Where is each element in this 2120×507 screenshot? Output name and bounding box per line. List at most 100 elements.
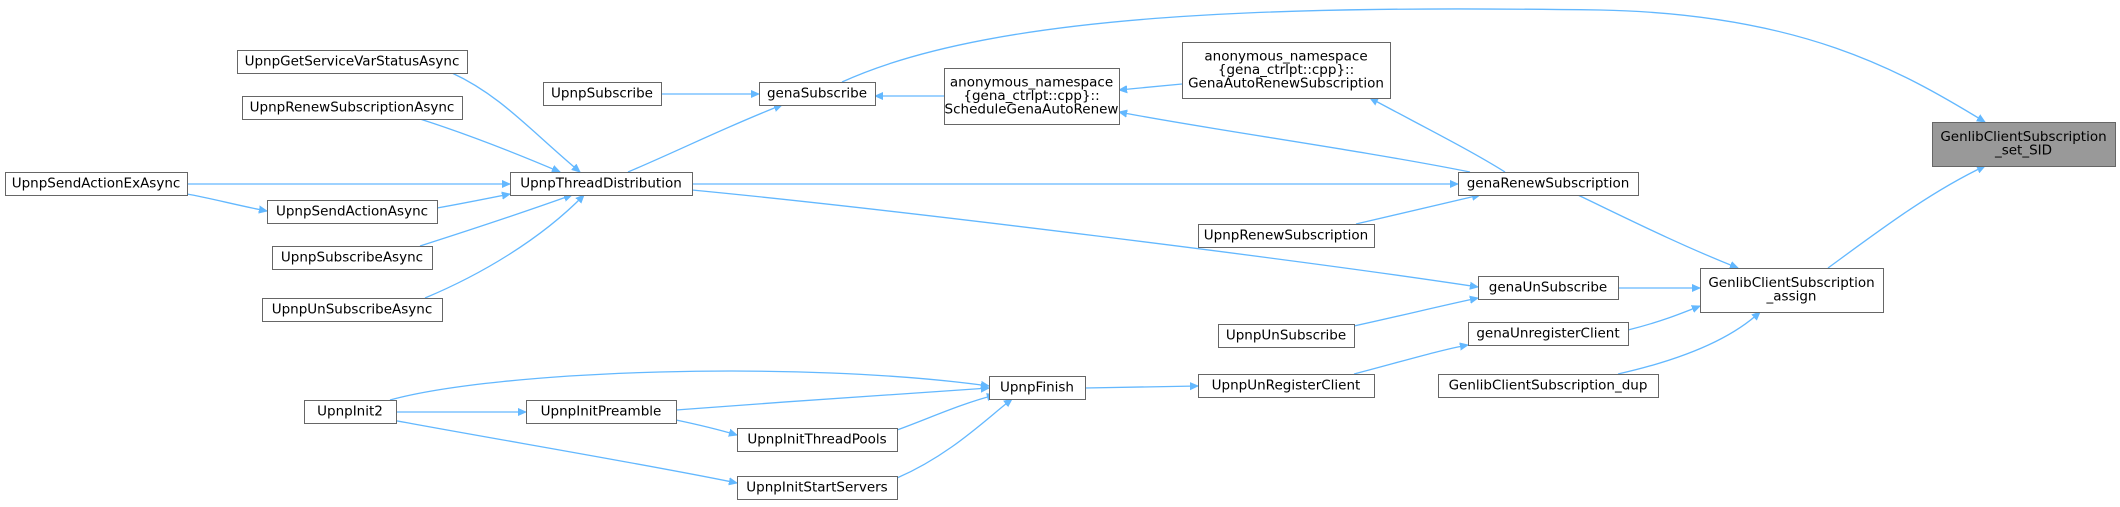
edges-layer: [186, 8, 1985, 483]
node-label: anonymous_namespace: [950, 74, 1113, 90]
node-label: UpnpFinish: [1000, 379, 1074, 395]
edge-UpnpSendActionAsync-to-UpnpThreadDistribution: [436, 194, 510, 209]
edge-UpnpInit2-to-UpnpInitStartServers: [391, 419, 737, 483]
node-box: [989, 376, 1086, 400]
node-label: GenlibClientSubscription_dup: [1449, 377, 1648, 393]
node-genaUnregisterClient[interactable]: genaUnregisterClient: [1468, 322, 1629, 346]
node-label: _assign: [1766, 289, 1817, 305]
edge-UpnpInitPreamble-to-UpnpFinish: [675, 388, 989, 411]
node-UpnpInitStartServers[interactable]: UpnpInitStartServers: [737, 476, 898, 500]
edge-genaRenewSubscription-to-assign: [1577, 194, 1738, 268]
edge-GenaAutoRenewSubscription-to-ScheduleGenaAutoRenew: [1119, 83, 1183, 90]
node-UpnpSendActionAsync[interactable]: UpnpSendActionAsync: [267, 200, 438, 224]
edge-UpnpRenewSubscriptionAsync-to-UpnpThreadDistribution: [419, 118, 560, 172]
edge-assign-to-set_sid: [1827, 165, 1985, 269]
node-GenaAutoRenewSubscription[interactable]: anonymous_namespace{gena_ctrlpt::cpp}::G…: [1182, 42, 1391, 99]
node-box: [242, 96, 463, 120]
node-box: [267, 200, 438, 224]
node-box: [1478, 276, 1619, 300]
node-box: [1932, 122, 2116, 167]
node-label: {gena_ctrlpt::cpp}::: [963, 88, 1099, 104]
node-label: UpnpGetServiceVarStatusAsync: [245, 53, 460, 69]
node-label: UpnpInitStartServers: [746, 479, 887, 495]
node-box: [543, 82, 662, 106]
node-GenlibClientSubscription_dup[interactable]: GenlibClientSubscription_dup: [1438, 374, 1659, 398]
nodes-layer: GenlibClientSubscription_set_SIDGenlibCl…: [5, 42, 2116, 500]
edge-UpnpUnRegisterClient-to-genaUnregisterClient: [1353, 345, 1468, 375]
node-box: [1198, 224, 1375, 248]
node-box: [510, 172, 693, 196]
node-label: UpnpUnRegisterClient: [1212, 377, 1361, 393]
node-UpnpFinish[interactable]: UpnpFinish: [989, 376, 1086, 400]
edge-UpnpThreadDistribution-to-genaUnSubscribe: [691, 189, 1478, 287]
edge-GenlibClientSubscription_dup-to-assign: [1617, 312, 1760, 375]
node-box: [262, 298, 443, 322]
node-UpnpRenewSubscriptionAsync[interactable]: UpnpRenewSubscriptionAsync: [242, 96, 463, 120]
node-label: genaSubscribe: [767, 85, 867, 101]
node-label: GenaAutoRenewSubscription: [1188, 75, 1384, 91]
node-UpnpThreadDistribution[interactable]: UpnpThreadDistribution: [510, 172, 693, 196]
node-label: genaUnregisterClient: [1476, 325, 1619, 341]
edge-UpnpThreadDistribution-to-genaSubscribe: [627, 105, 782, 173]
node-UpnpSubscribeAsync[interactable]: UpnpSubscribeAsync: [272, 246, 433, 270]
node-label: UpnpSubscribeAsync: [281, 249, 423, 265]
node-label: ScheduleGenaAutoRenew: [945, 101, 1119, 117]
node-box: [1700, 268, 1884, 313]
edge-UpnpUnSubscribeAsync-to-UpnpThreadDistribution: [424, 195, 584, 299]
node-box: [759, 82, 876, 106]
node-UpnpInitPreamble[interactable]: UpnpInitPreamble: [526, 400, 677, 424]
node-box: [5, 172, 188, 196]
node-ScheduleGenaAutoRenew[interactable]: anonymous_namespace{gena_ctrlpt::cpp}::S…: [944, 68, 1120, 125]
node-assign[interactable]: GenlibClientSubscription_assign: [1700, 268, 1884, 313]
node-box: [944, 68, 1120, 125]
edge-UpnpSubscribeAsync-to-UpnpThreadDistribution: [419, 195, 572, 247]
edge-UpnpInitThreadPools-to-UpnpFinish: [896, 395, 995, 431]
node-label: GenlibClientSubscription: [1708, 275, 1874, 291]
edge-UpnpFinish-to-UpnpUnRegisterClient: [1084, 386, 1198, 388]
edge-UpnpInitStartServers-to-UpnpFinish: [896, 399, 1012, 479]
node-box: [272, 246, 433, 270]
node-box: [526, 400, 677, 424]
node-UpnpRenewSubscription[interactable]: UpnpRenewSubscription: [1198, 224, 1375, 248]
node-label: UpnpUnSubscribe: [1226, 327, 1346, 343]
node-label: GenlibClientSubscription: [1940, 129, 2106, 145]
node-UpnpInit2[interactable]: UpnpInit2: [304, 400, 397, 424]
node-label: UpnpSendActionExAsync: [12, 175, 181, 191]
node-label: anonymous_namespace: [1204, 48, 1367, 64]
node-UpnpUnSubscribeAsync[interactable]: UpnpUnSubscribeAsync: [262, 298, 443, 322]
node-UpnpInitThreadPools[interactable]: UpnpInitThreadPools: [737, 428, 898, 452]
node-box: [1182, 42, 1391, 99]
node-label: UpnpRenewSubscription: [1204, 227, 1368, 243]
edge-genaRenewSubscription-to-ScheduleGenaAutoRenew: [1119, 112, 1471, 173]
node-label: UpnpSendActionAsync: [276, 203, 428, 219]
node-label: UpnpInitPreamble: [541, 403, 662, 419]
node-box: [737, 428, 898, 452]
node-UpnpSendActionExAsync[interactable]: UpnpSendActionExAsync: [5, 172, 188, 196]
node-UpnpUnRegisterClient[interactable]: UpnpUnRegisterClient: [1198, 374, 1375, 398]
node-set_sid[interactable]: GenlibClientSubscription_set_SID: [1932, 122, 2116, 167]
node-label: genaUnSubscribe: [1489, 279, 1607, 295]
node-UpnpUnSubscribe[interactable]: UpnpUnSubscribe: [1218, 324, 1355, 348]
node-genaRenewSubscription[interactable]: genaRenewSubscription: [1458, 172, 1639, 196]
node-genaSubscribe[interactable]: genaSubscribe: [759, 82, 876, 106]
node-box: [237, 50, 468, 74]
node-label: {gena_ctrlpt::cpp}::: [1218, 62, 1354, 78]
node-box: [304, 400, 397, 424]
node-UpnpSubscribe[interactable]: UpnpSubscribe: [543, 82, 662, 106]
node-box: [1438, 374, 1659, 398]
node-label: genaRenewSubscription: [1467, 175, 1630, 191]
node-box: [1218, 324, 1355, 348]
node-UpnpGetServiceVarStatusAsync[interactable]: UpnpGetServiceVarStatusAsync: [237, 50, 468, 74]
edge-UpnpInit2-to-UpnpFinish: [389, 370, 989, 401]
node-label: UpnpInitThreadPools: [747, 431, 886, 447]
node-box: [737, 476, 898, 500]
node-label: UpnpRenewSubscriptionAsync: [250, 99, 455, 115]
edge-genaSubscribe-to-set_sid: [841, 8, 1985, 122]
edge-genaRenewSubscription-to-GenaAutoRenewSubscription: [1370, 97, 1506, 173]
node-genaUnSubscribe[interactable]: genaUnSubscribe: [1478, 276, 1619, 300]
edge-UpnpGetServiceVarStatusAsync-to-UpnpThreadDistribution: [451, 72, 580, 172]
node-box: [1458, 172, 1639, 196]
node-label: _set_SID: [1994, 143, 2052, 159]
